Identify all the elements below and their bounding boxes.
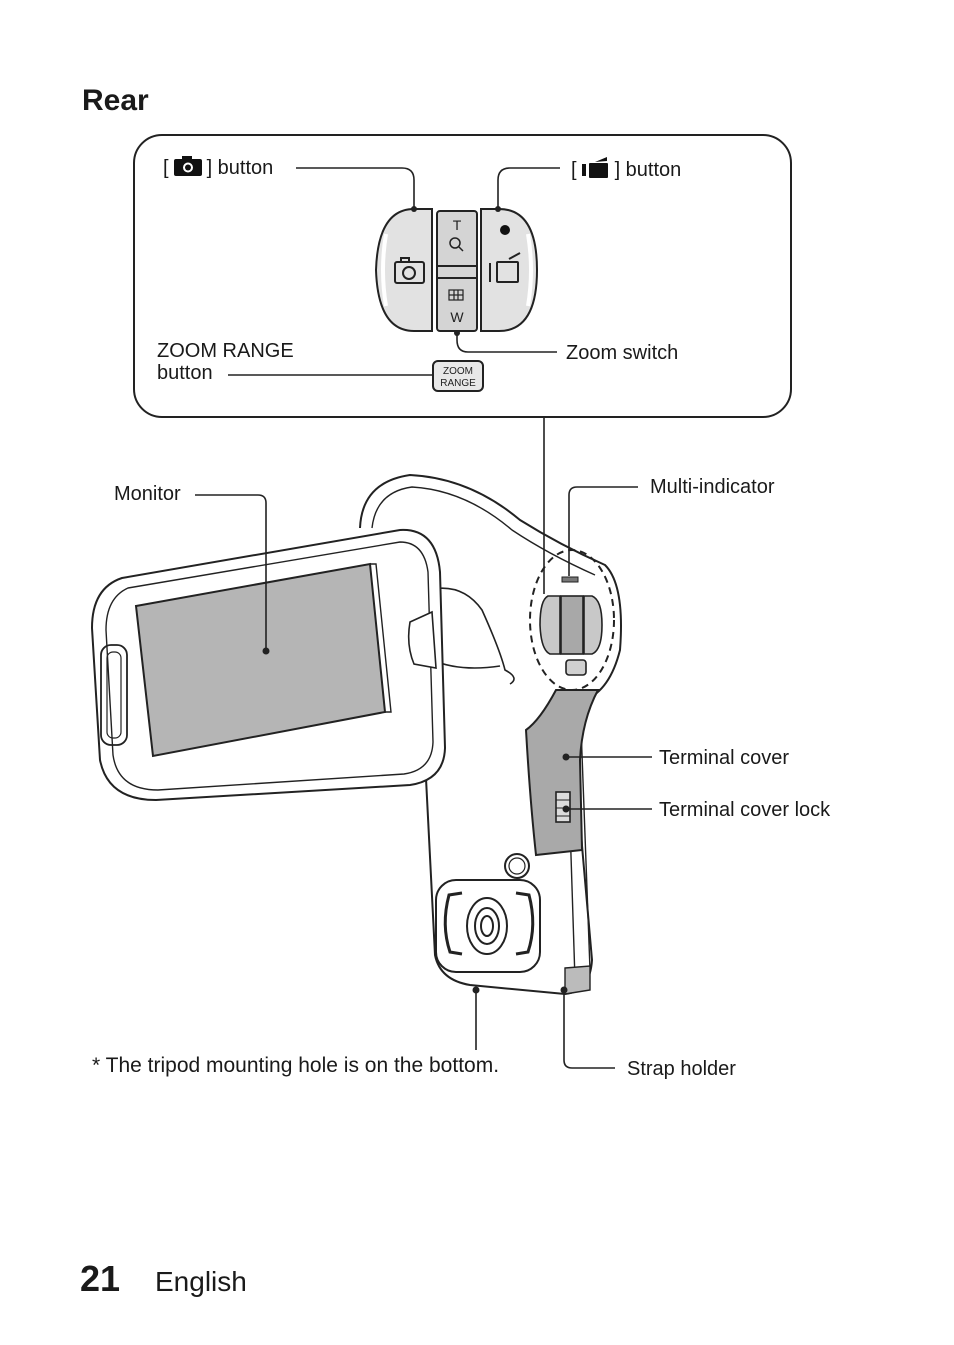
video-button-shape (480, 208, 539, 332)
monitor-label: Monitor (114, 483, 181, 505)
small-round-button (504, 853, 530, 879)
zoom-range-key-text-1: ZOOM (443, 366, 473, 377)
zoom-range-button-label-line2: button (157, 362, 213, 384)
photo-button-label: [] button (163, 155, 273, 182)
body-buttons (539, 595, 603, 676)
zoom-switch-label: Zoom switch (566, 342, 679, 364)
tripod-footnote: * The tripod mounting hole is on the bot… (92, 1054, 500, 1077)
joystick-pad (435, 879, 541, 973)
video-camera-icon (581, 157, 611, 184)
page-language: English (155, 1266, 247, 1297)
section-heading: Rear (82, 84, 149, 117)
multi-indicator-label: Multi-indicator (650, 476, 775, 498)
zoom-range-key (432, 360, 484, 392)
camera-icon (394, 257, 425, 284)
camera-icon (173, 155, 203, 182)
record-dot-icon (500, 225, 510, 235)
zoom-range-key-text-2: RANGE (440, 378, 476, 389)
callout-leaders (228, 167, 560, 594)
page-number: 21 (80, 1258, 121, 1299)
diagram-leaders (195, 486, 652, 1069)
terminal-cover-lock-label: Terminal cover lock (659, 799, 831, 821)
zoom-wide-mark: W (450, 309, 464, 325)
callout-box (133, 134, 792, 418)
grid-icon (448, 289, 464, 301)
terminal-cover-label: Terminal cover (659, 747, 790, 769)
zoom-range-button-label-line1: ZOOM RANGE (157, 340, 294, 362)
strap-holder-label: Strap holder (627, 1058, 736, 1080)
video-camera-icon (489, 252, 521, 283)
magnifier-icon (449, 237, 464, 252)
zoom-tele-mark: T (453, 217, 462, 233)
camera-body (359, 473, 622, 996)
multi-indicator-lamp (561, 576, 579, 583)
video-button-label: [] button (571, 157, 681, 184)
terminal-cover (524, 689, 600, 857)
